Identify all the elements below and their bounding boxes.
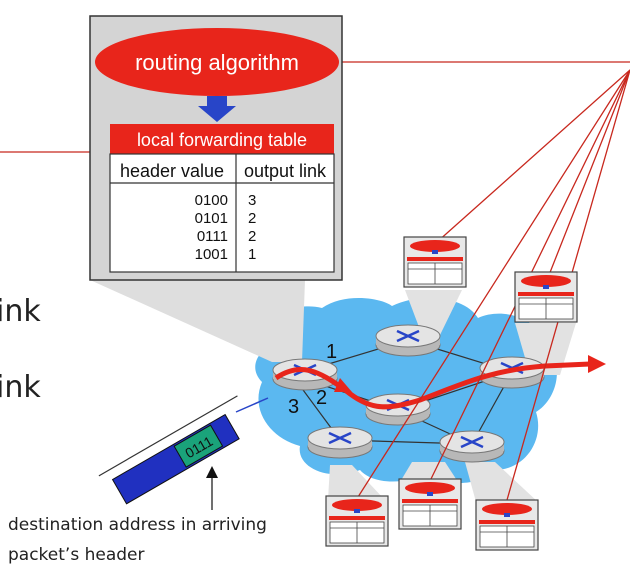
packet-direction-arrow [235,397,269,413]
routing-algorithm-oval [95,28,339,96]
mini-forwarding-table [325,495,389,547]
packet-header [173,424,224,468]
router-icon [374,323,442,358]
table-title-bar [110,124,334,154]
table-rows: 0100 3 0101 2 0111 2 1001 1 [195,192,257,263]
forwarding-table [109,153,335,273]
col-header-link: output link [244,161,327,181]
table-cell-value: 0111 [197,228,228,245]
caption-line2: packet’s header [8,545,145,565]
path-arrowhead [588,355,606,373]
caption-line1: destination address in arriving [8,515,267,535]
table-cell-link: 2 [248,210,256,227]
port-label-1: 1 [326,341,337,363]
router-icon [438,429,506,464]
table-cell-value: 0101 [195,210,228,227]
table-cell-link: 2 [248,228,256,245]
table-cell-value: 0100 [195,192,228,209]
packet-path [274,361,591,410]
caption-pointer-head [206,466,218,478]
router-icon [306,425,374,460]
mini-cone [405,290,462,335]
col-header-value: header value [120,161,224,181]
partial-text-line1: ink [0,294,41,329]
table-title: local forwarding table [137,130,307,150]
table-cell-link: 3 [248,192,256,209]
path-arrowhead [334,378,352,392]
zoom-cone [90,280,305,362]
mini-cone [465,462,538,502]
port-label-2: 2 [316,387,327,409]
table-cell-link: 1 [248,246,256,263]
arriving-packet: 0111 [98,395,240,505]
mini-forwarding-table [398,478,462,530]
mini-forwarding-table [403,236,467,288]
mini-cone [328,465,385,500]
port-label-3: 3 [288,396,299,418]
mini-forwarding-table [514,271,578,323]
down-arrow-icon [198,96,236,122]
partial-text-line2: ink [0,370,41,405]
table-cell-value: 1001 [195,246,228,263]
mini-forwarding-table [475,499,539,551]
routing-algorithm-label: routing algorithm [135,50,299,75]
mini-cone [400,462,458,482]
